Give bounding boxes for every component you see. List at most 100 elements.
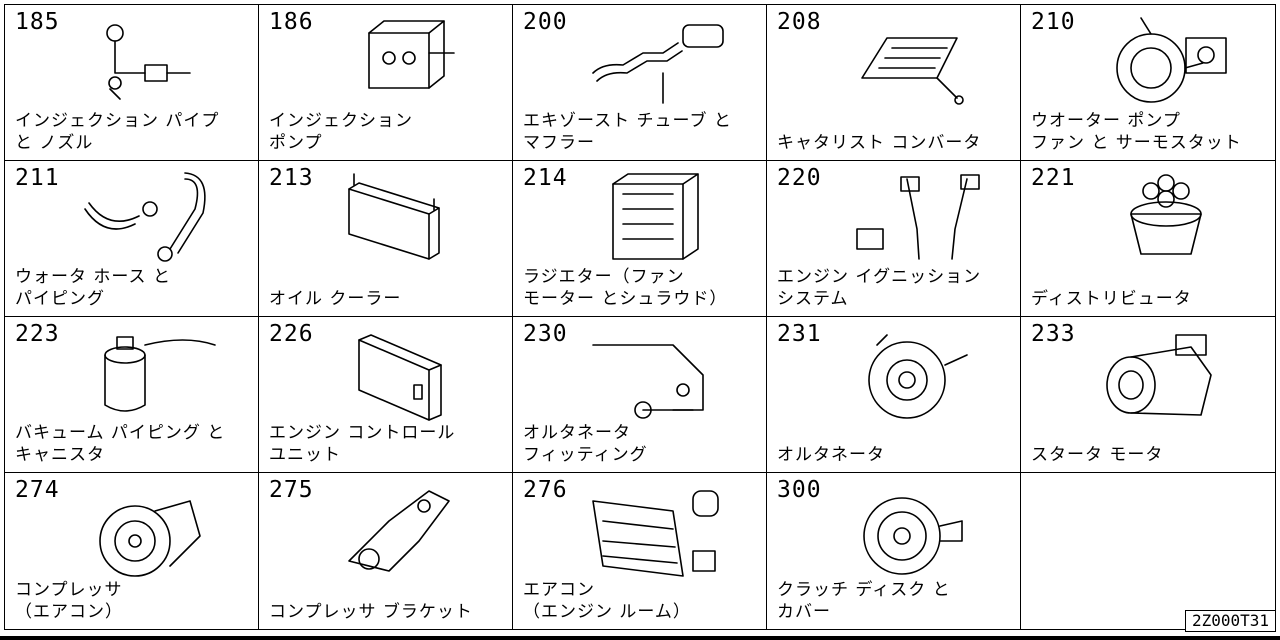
category-label: ラジエター（ファンモーター とシュラウド） bbox=[523, 266, 727, 310]
category-label-line1: スタータ モータ bbox=[1031, 445, 1164, 465]
category-cell-231[interactable]: 231 オルタネータ bbox=[767, 317, 1021, 473]
category-cell-214[interactable]: 214 ラジエター（ファンモーター とシュラウド） bbox=[513, 161, 767, 317]
category-label-line2: キャニスタ bbox=[15, 445, 105, 465]
category-label: オルタネータフィッティング bbox=[523, 422, 648, 466]
category-number: 226 bbox=[269, 321, 314, 347]
category-label: ディストリビュータ bbox=[1031, 288, 1192, 310]
category-label-line2: システム bbox=[777, 289, 849, 309]
injection-pipe-nozzle-illustration bbox=[75, 13, 225, 113]
category-label: エンジン イグニッションシステム bbox=[777, 266, 981, 310]
category-number: 221 bbox=[1031, 165, 1076, 191]
category-label: キャタリスト コンバータ bbox=[777, 132, 981, 154]
category-cell-276[interactable]: 276 エアコン（エンジン ルーム） bbox=[513, 473, 767, 629]
category-number: 214 bbox=[523, 165, 568, 191]
category-label-line1: オルタネータ bbox=[523, 423, 631, 443]
category-cell-221[interactable]: 221 ディストリビュータ bbox=[1021, 161, 1275, 317]
category-label-line1: エンジン コントロール bbox=[269, 423, 456, 443]
category-label: ウォータ ホース とパイピング bbox=[15, 266, 171, 310]
category-cell-223[interactable]: 223 バキューム パイピング とキャニスタ bbox=[5, 317, 259, 473]
category-label-line1: キャタリスト コンバータ bbox=[777, 133, 982, 153]
category-cell-211[interactable]: 211 ウォータ ホース とパイピング bbox=[5, 161, 259, 317]
alternator-illustration bbox=[837, 325, 987, 425]
distributor-illustration bbox=[1091, 169, 1241, 269]
category-cell-300[interactable]: 300 クラッチ ディスク とカバー bbox=[767, 473, 1021, 629]
category-label: エキゾースト チューブ とマフラー bbox=[523, 110, 732, 154]
category-label-line2: フィッティング bbox=[523, 445, 648, 465]
category-cell-185[interactable]: 185 インジェクション パイプと ノズル bbox=[5, 5, 259, 161]
category-number: 200 bbox=[523, 9, 568, 35]
category-cell-233[interactable]: 233 スタータ モータ bbox=[1021, 317, 1275, 473]
category-label-line2: （エンジン ルーム） bbox=[523, 602, 691, 622]
category-number: 185 bbox=[15, 9, 60, 35]
category-cell-274[interactable]: 274 コンプレッサ（エアコン） bbox=[5, 473, 259, 629]
water-hose-piping-illustration bbox=[75, 169, 225, 269]
category-label: コンプレッサ（エアコン） bbox=[15, 579, 123, 623]
category-label: エアコン（エンジン ルーム） bbox=[523, 579, 691, 623]
category-label: インジェクション パイプと ノズル bbox=[15, 110, 219, 154]
category-label-line1: コンプレッサ bbox=[15, 580, 123, 600]
category-label-line1: ディストリビュータ bbox=[1031, 289, 1192, 309]
category-cell-226[interactable]: 226 エンジン コントロールユニット bbox=[259, 317, 513, 473]
category-label-line1: オイル クーラー bbox=[269, 289, 402, 309]
category-label-line1: バキューム パイピング と bbox=[15, 423, 226, 443]
category-cell-213[interactable]: 213 オイル クーラー bbox=[259, 161, 513, 317]
category-label-line1: ウオーター ポンプ bbox=[1031, 111, 1181, 131]
category-label: ウオーター ポンプファン と サーモスタット bbox=[1031, 110, 1242, 154]
category-cell-220[interactable]: 220 エンジン イグニッションシステム bbox=[767, 161, 1021, 317]
category-number: 231 bbox=[777, 321, 822, 347]
category-label-line1: エキゾースト チューブ と bbox=[523, 111, 732, 131]
category-number: 233 bbox=[1031, 321, 1076, 347]
category-label-line2: モーター とシュラウド） bbox=[523, 289, 728, 309]
category-label: エンジン コントロールユニット bbox=[269, 422, 455, 466]
category-cell-208[interactable]: 208 キャタリスト コンバータ bbox=[767, 5, 1021, 161]
category-label: クラッチ ディスク とカバー bbox=[777, 579, 951, 623]
category-cell-200[interactable]: 200 エキゾースト チューブ とマフラー bbox=[513, 5, 767, 161]
category-number: 275 bbox=[269, 477, 314, 503]
compressor-bracket-illustration bbox=[329, 481, 479, 581]
category-number: 211 bbox=[15, 165, 60, 191]
category-label-line2: マフラー bbox=[523, 133, 595, 153]
category-number: 230 bbox=[523, 321, 568, 347]
exhaust-tube-muffler-illustration bbox=[583, 13, 733, 113]
category-label-line1: ラジエター（ファン bbox=[523, 267, 685, 287]
injection-pump-illustration bbox=[329, 13, 479, 113]
oil-cooler-illustration bbox=[329, 169, 479, 269]
engine-ignition-system-illustration bbox=[837, 169, 987, 269]
category-label: スタータ モータ bbox=[1031, 444, 1163, 466]
category-number: 223 bbox=[15, 321, 60, 347]
category-label-line1: ウォータ ホース と bbox=[15, 267, 171, 287]
category-cell-275[interactable]: 275 コンプレッサ ブラケット bbox=[259, 473, 513, 629]
category-cell-210[interactable]: 210 ウオーター ポンプファン と サーモスタット bbox=[1021, 5, 1275, 161]
category-label: バキューム パイピング とキャニスタ bbox=[15, 422, 225, 466]
bottom-border bbox=[0, 636, 1280, 640]
aircon-engine-room-illustration bbox=[583, 481, 733, 581]
category-label-line1: インジェクション パイプ bbox=[15, 111, 220, 131]
category-label: オイル クーラー bbox=[269, 288, 401, 310]
category-number: 274 bbox=[15, 477, 60, 503]
category-label-line2: と ノズル bbox=[15, 133, 94, 153]
category-label-line1: クラッチ ディスク と bbox=[777, 580, 951, 600]
category-number: 210 bbox=[1031, 9, 1076, 35]
starter-motor-illustration bbox=[1091, 325, 1241, 425]
vacuum-piping-canister-illustration bbox=[75, 325, 225, 425]
water-pump-fan-thermostat-illustration bbox=[1091, 13, 1241, 113]
category-label-line1: エンジン イグニッション bbox=[777, 267, 982, 287]
engine-control-unit-illustration bbox=[329, 325, 479, 425]
category-label: コンプレッサ ブラケット bbox=[269, 601, 473, 623]
category-cell-230[interactable]: 230 オルタネータフィッティング bbox=[513, 317, 767, 473]
category-number: 220 bbox=[777, 165, 822, 191]
category-number: 208 bbox=[777, 9, 822, 35]
category-number: 213 bbox=[269, 165, 314, 191]
category-label-line2: ファン と サーモスタット bbox=[1031, 133, 1242, 153]
category-number: 276 bbox=[523, 477, 568, 503]
category-label: オルタネータ bbox=[777, 444, 885, 466]
category-cell-empty bbox=[1021, 473, 1275, 629]
radiator-fan-shroud-illustration bbox=[583, 169, 733, 269]
category-number: 300 bbox=[777, 477, 822, 503]
category-label-line2: パイピング bbox=[15, 289, 105, 309]
category-label-line2: ポンプ bbox=[269, 133, 323, 153]
alternator-fitting-illustration bbox=[583, 325, 733, 425]
category-label-line1: エアコン bbox=[523, 580, 595, 600]
